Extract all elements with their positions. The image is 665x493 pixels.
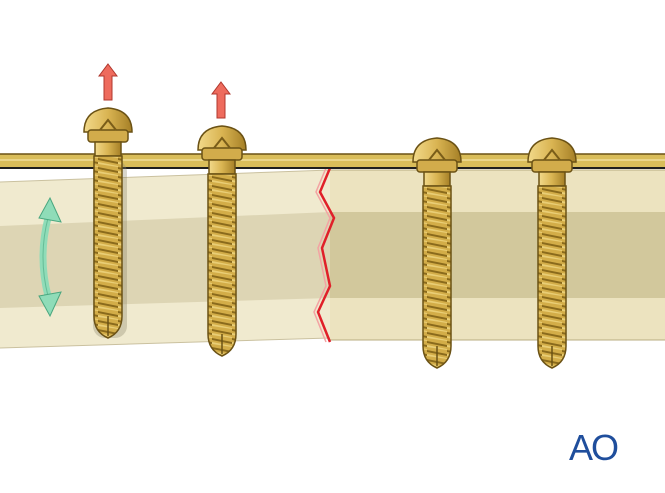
bone-left-fragment — [0, 169, 331, 349]
up-arrow-icon — [98, 63, 118, 101]
ao-logo: AO — [569, 427, 620, 467]
svg-text:AO: AO — [569, 427, 618, 467]
fracture-line — [316, 167, 336, 343]
up-arrow-icon — [211, 81, 231, 119]
double-headed-curved-arrow-icon — [38, 196, 62, 318]
bone-right-fragment — [330, 169, 665, 341]
